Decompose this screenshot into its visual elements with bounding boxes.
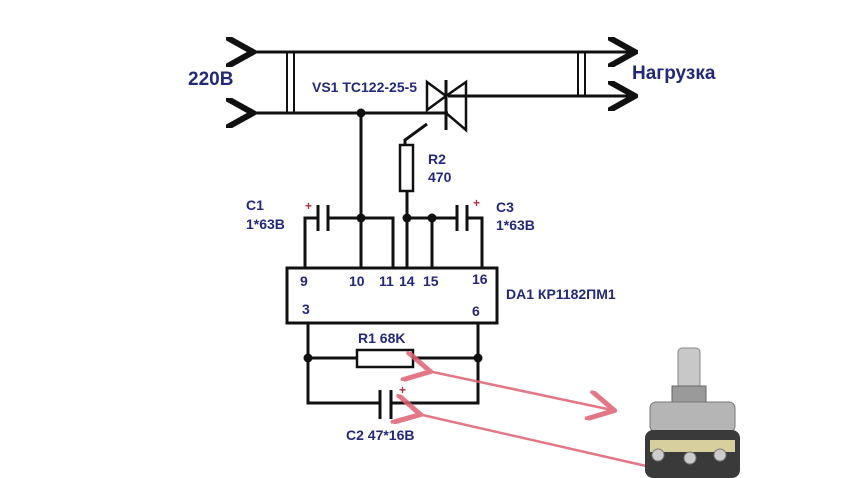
pin-16: 16: [472, 271, 488, 287]
c3-value-label: 1*63В: [496, 217, 535, 233]
ic-label: DA1 КР1182ПМ1: [506, 286, 616, 302]
triac-symbol: [403, 79, 468, 145]
r2-resistor: [398, 143, 415, 193]
c1-value-label: 1*63В: [246, 216, 285, 232]
pin-6: 6: [472, 303, 480, 319]
load-label: Нагрузка: [632, 63, 716, 84]
input-voltage-label: 220В: [188, 69, 234, 90]
pin-11: 11: [379, 273, 394, 289]
c1-plus: +: [305, 199, 313, 213]
r1-resistor: [355, 348, 415, 369]
pin-15: 15: [423, 273, 439, 289]
c3-name-label: C3: [496, 199, 514, 215]
pin-3: 3: [302, 301, 310, 317]
c2-plus: +: [399, 383, 407, 397]
c2-label: C2 47*16В: [346, 427, 415, 443]
r1-label: R1 68K: [358, 330, 406, 346]
triac-label: VS1 TC122-25-5: [312, 79, 418, 95]
pointer-arrows: [418, 371, 656, 470]
potentiometer-photo: [645, 347, 740, 478]
c3-plus: +: [473, 196, 481, 210]
c1-name-label: C1: [246, 197, 264, 213]
ic-body: [285, 266, 499, 325]
pin-14: 14: [399, 273, 415, 289]
r2-value-label: 470: [428, 169, 452, 185]
pin-10: 10: [349, 273, 365, 289]
r2-name-label: R2: [428, 151, 446, 167]
pin-9: 9: [300, 273, 308, 289]
